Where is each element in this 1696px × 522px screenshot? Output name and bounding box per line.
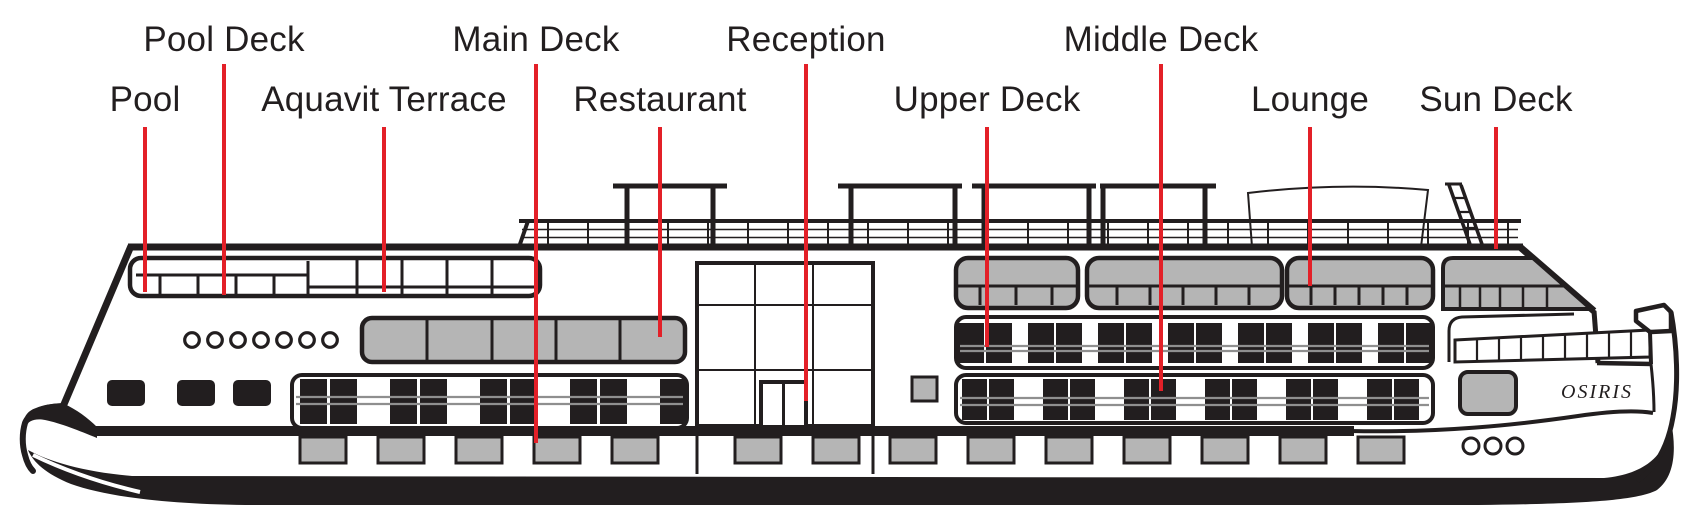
restaurant-band [359, 315, 688, 365]
callout-line-upper-deck [985, 127, 989, 347]
stern-windows [107, 380, 271, 406]
stern [19, 403, 97, 474]
label-middle-deck: Middle Deck [1063, 20, 1259, 59]
hull-bottom [28, 421, 1674, 505]
upper-deck-cabin-row [954, 315, 1435, 370]
label-pool: Pool [109, 80, 181, 119]
label-pool-deck: Pool Deck [143, 20, 305, 59]
sun-deck-railing [517, 219, 1521, 248]
label-reception: Reception [726, 20, 886, 59]
callout-line-middle-deck [1159, 64, 1163, 391]
label-main-deck: Main Deck [452, 20, 620, 59]
main-deck-cabin-row-aft [290, 373, 689, 430]
label-upper-deck: Upper Deck [893, 80, 1081, 119]
lounge-bands [953, 255, 1597, 311]
hull-window-row [298, 435, 1406, 465]
callout-line-pool [143, 127, 147, 292]
windbreak [1246, 185, 1430, 248]
callout-line-aquavit-terrace [382, 127, 386, 292]
pool-deck-band [127, 255, 543, 299]
callout-line-pool-deck [222, 64, 226, 295]
callout-line-sun-deck [1494, 127, 1498, 249]
bow-wheelhouse [1447, 302, 1680, 484]
porthole-row-aft [183, 331, 339, 349]
reception-door [759, 380, 808, 429]
label-lounge: Lounge [1251, 80, 1369, 119]
label-restaurant: Restaurant [573, 80, 747, 119]
ship-name-text: OSIRIS [1561, 381, 1633, 403]
reception-atrium [695, 261, 875, 428]
callout-line-restaurant [658, 127, 662, 337]
deck-band [92, 409, 1654, 474]
small-window [910, 375, 939, 403]
middle-deck-cabin-row [954, 373, 1435, 425]
label-sun-deck: Sun Deck [1419, 80, 1573, 119]
callout-line-main-deck [534, 64, 538, 443]
mast [1445, 182, 1485, 248]
callout-line-lounge [1308, 127, 1312, 286]
porthole-row-bow [1461, 436, 1525, 456]
label-aquavit-terrace: Aquavit Terrace [261, 80, 507, 119]
callout-line-reception [804, 64, 808, 401]
sun-deck-canopies [613, 183, 1216, 246]
